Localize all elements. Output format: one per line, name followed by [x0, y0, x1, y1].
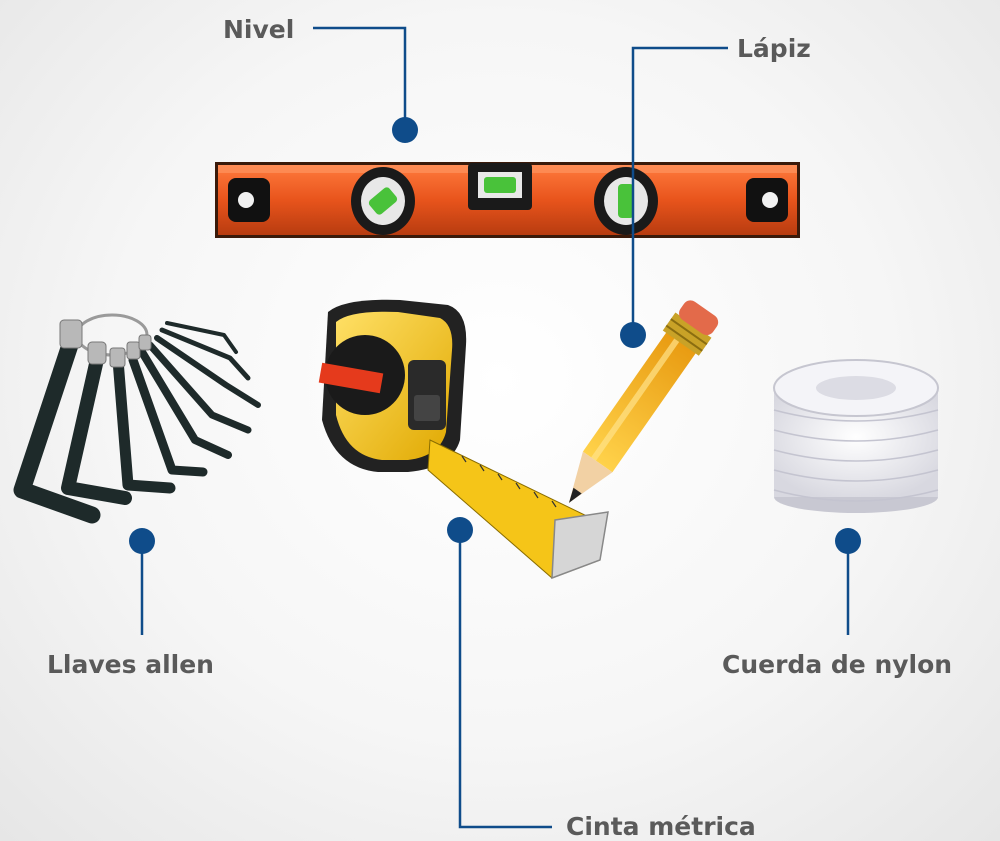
rope-icon: [773, 359, 939, 513]
callout-dots: [129, 117, 861, 554]
allen-keys-icon: [13, 313, 261, 524]
label-nivel: Nivel: [223, 15, 295, 44]
callout-dot-cinta-metrica: [447, 517, 473, 543]
callout-dot-lapiz: [620, 322, 646, 348]
callout-dot-llaves-allen: [129, 528, 155, 554]
pencil-icon: [568, 300, 719, 503]
callout-dot-cuerda-nylon: [835, 528, 861, 554]
callout-line-cinta-metrica: [458, 530, 552, 829]
callout-lines: [140, 26, 850, 829]
callout-line-nivel: [313, 26, 407, 130]
label-lapiz: Lápiz: [737, 34, 811, 63]
callout-dot-nivel: [392, 117, 418, 143]
callout-line-lapiz: [631, 46, 728, 335]
label-cinta-metrica: Cinta métrica: [566, 812, 756, 841]
label-llaves-allen: Llaves allen: [47, 650, 214, 679]
level-icon: [215, 162, 800, 238]
label-cuerda-nylon: Cuerda de nylon: [722, 650, 953, 679]
tape-measure-icon: [318, 299, 609, 580]
